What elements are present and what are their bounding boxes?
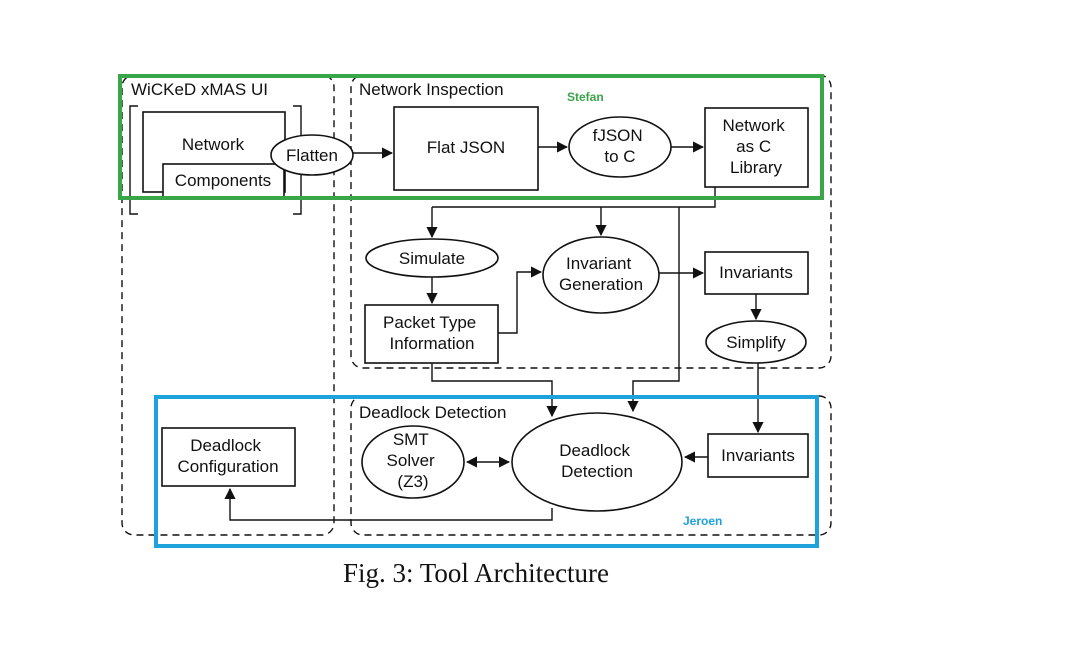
flatten-label: Flatten [286, 146, 338, 165]
network-c-library-line-3: Library [730, 158, 782, 177]
network-label: Network [182, 135, 245, 154]
invariant-generation-line-2: Generation [559, 275, 643, 294]
inspection-group-title: Network Inspection [359, 80, 504, 99]
deadlock-configuration-line-2: Configuration [177, 457, 278, 476]
flatten-node [270, 134, 354, 176]
invariant-generation-line-1: Invariant [566, 254, 631, 273]
smt-solver-label: SMT Solver (Z3) [387, 430, 440, 491]
jeroen-highlight-box [154, 395, 819, 548]
arrow-deadlock-to-configuration [224, 487, 553, 521]
deadlock-detection-line-2: Detection [561, 462, 633, 481]
packet-type-line-2: Information [389, 334, 474, 353]
invariants-top-box [704, 251, 809, 295]
stefan-tag: Stefan [567, 90, 604, 104]
network-c-library-line-2: as C [736, 137, 771, 156]
fjson-to-c-line-1: fJSON [593, 126, 643, 145]
figure-caption: Fig. 3: Tool Architecture [343, 558, 609, 588]
simplify-label: Simplify [726, 333, 786, 352]
packet-type-box [364, 304, 499, 364]
ui-group-title: WiCKeD xMAS UI [131, 80, 268, 99]
deadlock-configuration-label: Deadlock Configuration [177, 436, 278, 476]
arrow-library-to-deadlock [627, 207, 680, 413]
smt-solver-line-1: SMT [393, 430, 429, 449]
invariant-generation-label: Invariant Generation [559, 254, 643, 294]
invariants-top-label: Invariants [719, 263, 793, 282]
deadlock-configuration-box [161, 427, 296, 487]
packet-type-label: Packet Type Information [383, 313, 481, 353]
components-label: Components [175, 171, 271, 190]
smt-solver-line-2: Solver [387, 451, 436, 470]
deadlock-detection-label: Deadlock Detection [559, 441, 635, 481]
packet-type-line-1: Packet Type [383, 313, 476, 332]
fjson-to-c-line-2: to C [604, 147, 635, 166]
network-bracket-left [129, 105, 138, 215]
simplify-node [705, 320, 807, 364]
invariants-bottom-box [707, 433, 809, 478]
network-c-library-box [704, 107, 809, 188]
smt-solver-line-3: (Z3) [397, 472, 428, 491]
fjson-to-c-label: fJSON to C [593, 126, 648, 166]
stefan-highlight-box [118, 74, 824, 200]
deadlock-configuration-line-1: Deadlock [190, 436, 261, 455]
flat-json-box [393, 106, 539, 191]
deadlock-detection-node [511, 412, 683, 512]
network-c-library-label: Network as C Library [722, 116, 789, 177]
network-c-library-line-1: Network [722, 116, 785, 135]
ui-group-border [121, 74, 335, 536]
jeroen-tag: Jeroen [683, 514, 722, 528]
deadlock-group-title: Deadlock Detection [359, 403, 506, 422]
invariants-bottom-label: Invariants [721, 446, 795, 465]
simulate-label: Simulate [399, 249, 465, 268]
deadlock-detection-line-1: Deadlock [559, 441, 630, 460]
components-box [162, 163, 285, 198]
invariant-generation-node [542, 236, 660, 314]
arrow-packet-to-invariant-generation [498, 266, 543, 334]
library-output-line [432, 187, 716, 208]
flat-json-label: Flat JSON [427, 138, 505, 157]
smt-solver-node [361, 425, 465, 499]
